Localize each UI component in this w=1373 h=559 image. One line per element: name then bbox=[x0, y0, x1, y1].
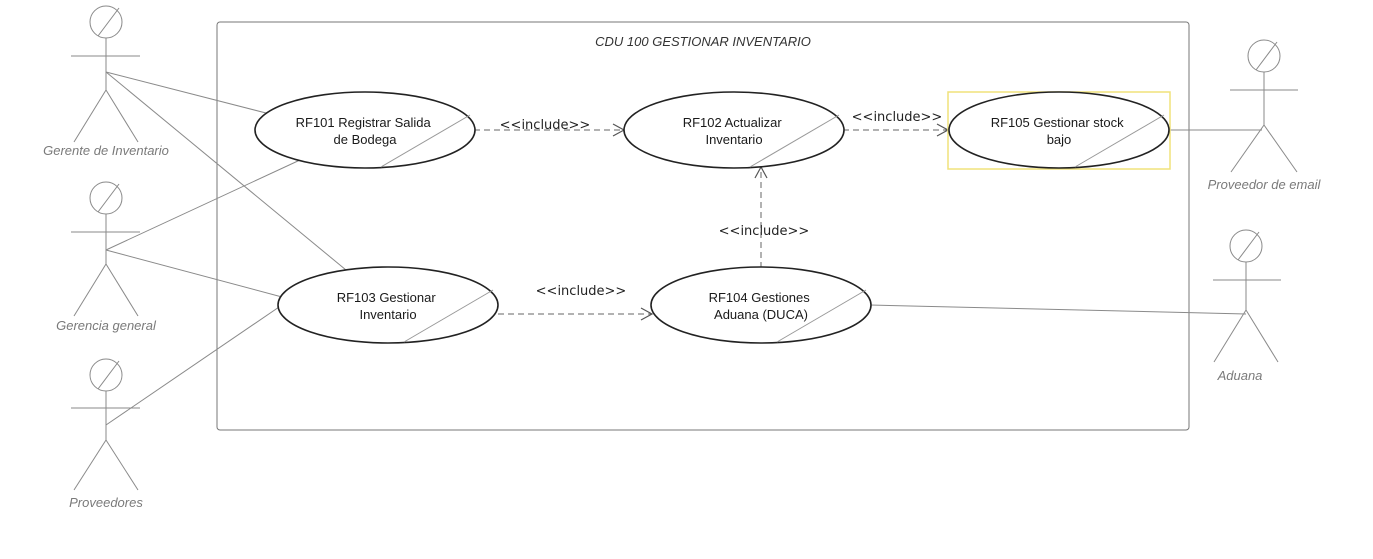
system-title: CDU 100 GESTIONAR INVENTARIO bbox=[595, 34, 811, 49]
assoc-gerente-rf103 bbox=[105, 71, 347, 271]
use-case-rf103-line2: Inventario bbox=[359, 307, 416, 322]
use-case-rf103-line1: RF103 Gestionar bbox=[337, 290, 437, 305]
assoc-gerencia-rf103 bbox=[105, 249, 283, 298]
use-case-rf104-line2: Aduana (DUCA) bbox=[714, 307, 808, 322]
use-case-rf102[interactable]: RF102 Actualizar Inventario bbox=[623, 91, 845, 169]
assoc-gerencia-rf101 bbox=[105, 159, 301, 251]
actor-gerente-inventario[interactable] bbox=[71, 5, 140, 143]
actor-aduana-label: Aduana bbox=[1217, 368, 1263, 383]
assoc-proveedores-rf103 bbox=[105, 304, 283, 426]
actor-gerencia-label: Gerencia general bbox=[56, 318, 157, 333]
use-case-rf104-line1: RF104 Gestiones bbox=[709, 290, 811, 305]
use-case-rf101[interactable]: RF101 Registrar Salida de Bodega bbox=[254, 91, 476, 169]
svg-text:RF103 Gestionar Inventar: RF103 Gestionar Inventario bbox=[337, 290, 440, 322]
use-case-rf105[interactable]: RF105 Gestionar stock bajo bbox=[948, 91, 1170, 169]
actor-gerente-label: Gerente de Inventario bbox=[43, 143, 169, 158]
use-case-rf102-line2: Inventario bbox=[705, 132, 762, 147]
include-label-102-105: <<include>> bbox=[852, 110, 943, 125]
use-case-rf101-line1: RF101 Registrar Salida bbox=[296, 115, 432, 130]
use-case-rf105-line1: RF105 Gestionar stock bbox=[991, 115, 1124, 130]
actor-email-label: Proveedor de email bbox=[1208, 177, 1322, 192]
include-label-104-102: <<include>> bbox=[719, 224, 810, 239]
associations bbox=[105, 71, 1262, 426]
include-label-101-102: <<include>> bbox=[500, 118, 591, 133]
use-case-rf101-line2: de Bodega bbox=[334, 132, 398, 147]
actor-gerencia-general[interactable] bbox=[71, 181, 140, 317]
svg-text:RF102 Actualizar Inventa: RF102 Actualizar Inventario bbox=[683, 115, 786, 147]
use-case-rf103[interactable]: RF103 Gestionar Inventario bbox=[277, 266, 499, 344]
svg-text:RF105 Gestionar stock ba: RF105 Gestionar stock bajo bbox=[991, 115, 1128, 147]
use-case-rf104[interactable]: RF104 Gestiones Aduana (DUCA) bbox=[650, 266, 872, 344]
use-case-rf105-line2: bajo bbox=[1047, 132, 1072, 147]
use-case-rf102-line1: RF102 Actualizar bbox=[683, 115, 783, 130]
include-label-103-104: <<include>> bbox=[536, 284, 627, 299]
actor-aduana[interactable] bbox=[1213, 229, 1281, 363]
svg-text:RF101 Registrar Salida d: RF101 Registrar Salida de Bodega bbox=[296, 115, 435, 147]
assoc-aduana-rf104 bbox=[869, 304, 1247, 315]
actor-proveedor-email[interactable] bbox=[1230, 39, 1298, 173]
assoc-gerente-rf101 bbox=[105, 71, 267, 114]
actor-proveedores-label: Proveedores bbox=[69, 495, 143, 510]
actor-proveedores[interactable] bbox=[71, 358, 140, 491]
system-boundary bbox=[216, 21, 1190, 431]
include-dependencies bbox=[474, 123, 950, 321]
svg-text:RF104 Gestiones Aduana (: RF104 Gestiones Aduana (DUCA) bbox=[709, 290, 814, 322]
